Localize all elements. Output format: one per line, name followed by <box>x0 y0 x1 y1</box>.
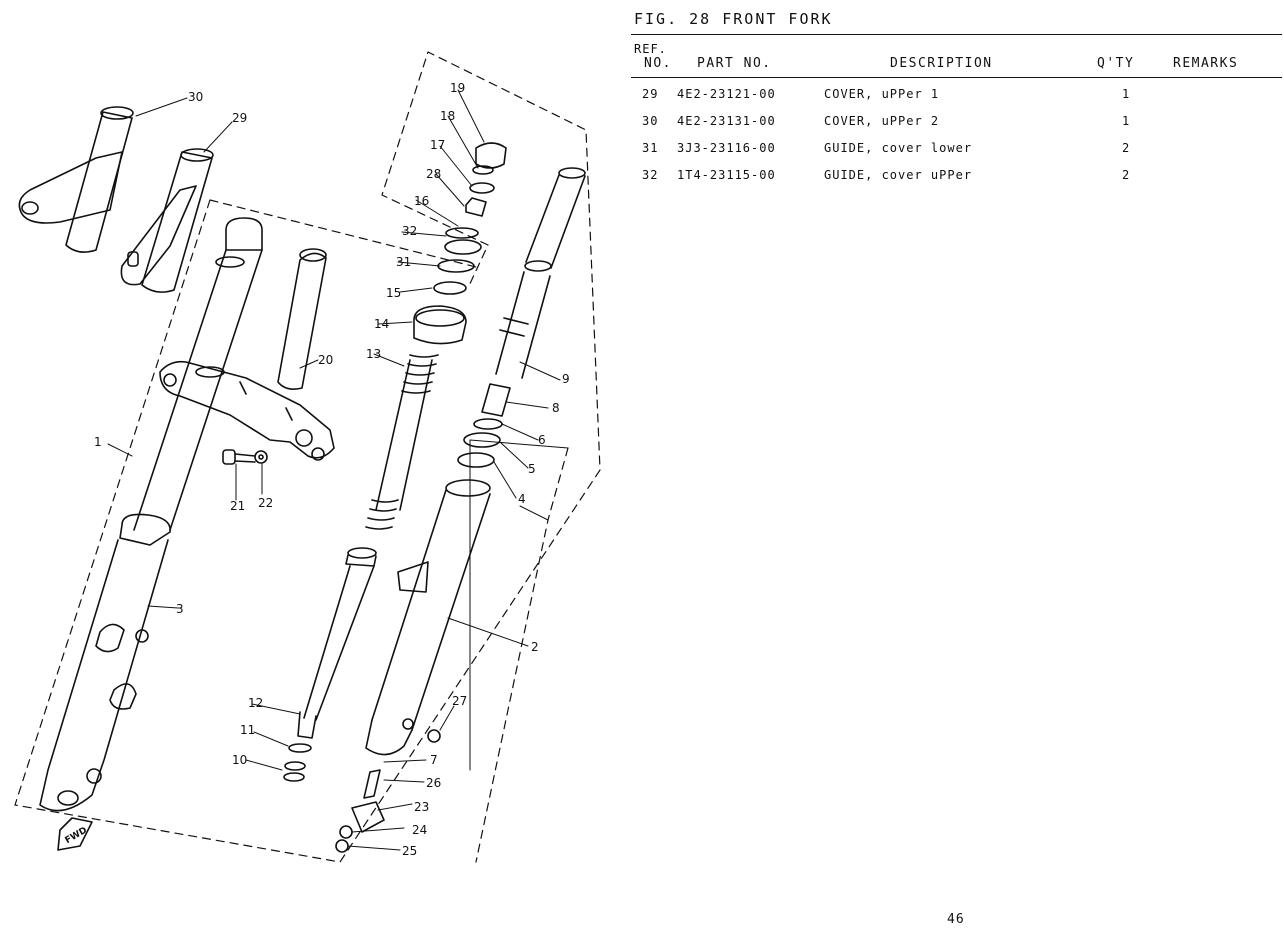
cell-ref: 30 <box>642 114 659 128</box>
front-fork-exploded-diagram: 1 2 3 4 5 6 7 8 9 10 11 12 13 14 15 16 1… <box>14 51 601 863</box>
cell-description: GUIDE, cover lower <box>824 141 973 155</box>
header-remarks: REMARKS <box>1173 56 1239 71</box>
top-rule <box>631 34 1282 35</box>
callout-19: 19 <box>450 81 465 95</box>
callout-labels: 1 2 3 4 5 6 7 8 9 10 11 12 13 14 15 16 1… <box>64 81 570 858</box>
callout-31: 31 <box>396 255 411 269</box>
cell-part-no: 1T4-23115-00 <box>677 168 776 182</box>
cell-description: COVER, uPPer 1 <box>824 87 940 101</box>
cell-qty: 1 <box>1122 87 1131 101</box>
rings-10-11-drawing <box>283 743 312 782</box>
callout-32: 32 <box>402 224 417 238</box>
bolt-21-drawing <box>222 449 268 465</box>
header-ref-line1: REF. <box>634 42 667 56</box>
cell-qty: 1 <box>1122 114 1131 128</box>
seals-4-5-6-drawing <box>457 418 503 468</box>
callout-2: 2 <box>531 640 539 654</box>
header-description: DESCRIPTION <box>890 56 993 71</box>
fork-spring-drawing <box>365 354 439 530</box>
callout-26: 26 <box>426 776 441 790</box>
cell-qty: 2 <box>1122 168 1131 182</box>
inner-tube-9-drawing <box>481 167 586 417</box>
callout-9: 9 <box>562 372 570 386</box>
callout-23: 23 <box>414 800 429 814</box>
assembly-outline-left <box>14 51 601 863</box>
cell-part-no: 3J3-23116-00 <box>677 141 776 155</box>
callout-10: 10 <box>232 753 247 767</box>
callout-18: 18 <box>440 109 455 123</box>
cell-ref: 29 <box>642 87 659 101</box>
callout-12: 12 <box>248 696 263 710</box>
callout-15: 15 <box>386 286 401 300</box>
callout-14: 14 <box>374 317 389 331</box>
callout-17: 17 <box>430 138 445 152</box>
cell-description: COVER, uPPer 2 <box>824 114 940 128</box>
damper-rod-drawing <box>297 547 377 739</box>
outer-slider-2-drawing <box>363 479 491 799</box>
header-part-no: PART NO. <box>697 56 772 71</box>
figure-title: FIG. 28 FRONT FORK <box>634 10 833 28</box>
leader-lines <box>107 89 569 851</box>
cell-qty: 2 <box>1122 141 1131 155</box>
header-ref-line2: NO. <box>644 56 672 71</box>
callout-11: 11 <box>240 723 255 737</box>
fwd-mark-shape <box>57 817 93 851</box>
callout-28: 28 <box>426 167 441 181</box>
callout-7: 7 <box>430 753 438 767</box>
callout-5: 5 <box>528 462 536 476</box>
callout-6: 6 <box>538 433 546 447</box>
page-number: 46 <box>947 912 965 927</box>
callout-20: 20 <box>318 353 333 367</box>
cover-upper-2-drawing <box>18 106 134 253</box>
callout-3: 3 <box>176 602 184 616</box>
callout-30: 30 <box>188 90 203 104</box>
header-rule <box>631 77 1282 78</box>
top-hardware-drawing <box>413 142 507 345</box>
callout-16: 16 <box>414 194 429 208</box>
cover-upper-1-drawing <box>120 148 214 293</box>
callout-27: 27 <box>452 694 467 708</box>
lower-bracket-drawing <box>159 248 335 461</box>
fwd-mark-label: FWD <box>64 826 89 846</box>
fork-tube-1-drawing <box>39 217 263 812</box>
callout-22: 22 <box>258 496 273 510</box>
cell-ref: 31 <box>642 141 659 155</box>
callout-4: 4 <box>518 492 526 506</box>
cell-description: GUIDE, cover uPPer <box>824 168 973 182</box>
cell-ref: 32 <box>642 168 659 182</box>
callout-25: 25 <box>402 844 417 858</box>
callout-1: 1 <box>94 435 102 449</box>
callout-8: 8 <box>552 401 560 415</box>
cell-part-no: 4E2-23121-00 <box>677 87 776 101</box>
assembly-outline-right <box>475 447 569 863</box>
callout-21: 21 <box>230 499 245 513</box>
axle-holder-drawing <box>335 801 385 853</box>
callout-29: 29 <box>232 111 247 125</box>
callout-24: 24 <box>412 823 427 837</box>
header-qty: Q'TY <box>1097 56 1135 71</box>
callout-13: 13 <box>366 347 381 361</box>
cell-part-no: 4E2-23131-00 <box>677 114 776 128</box>
